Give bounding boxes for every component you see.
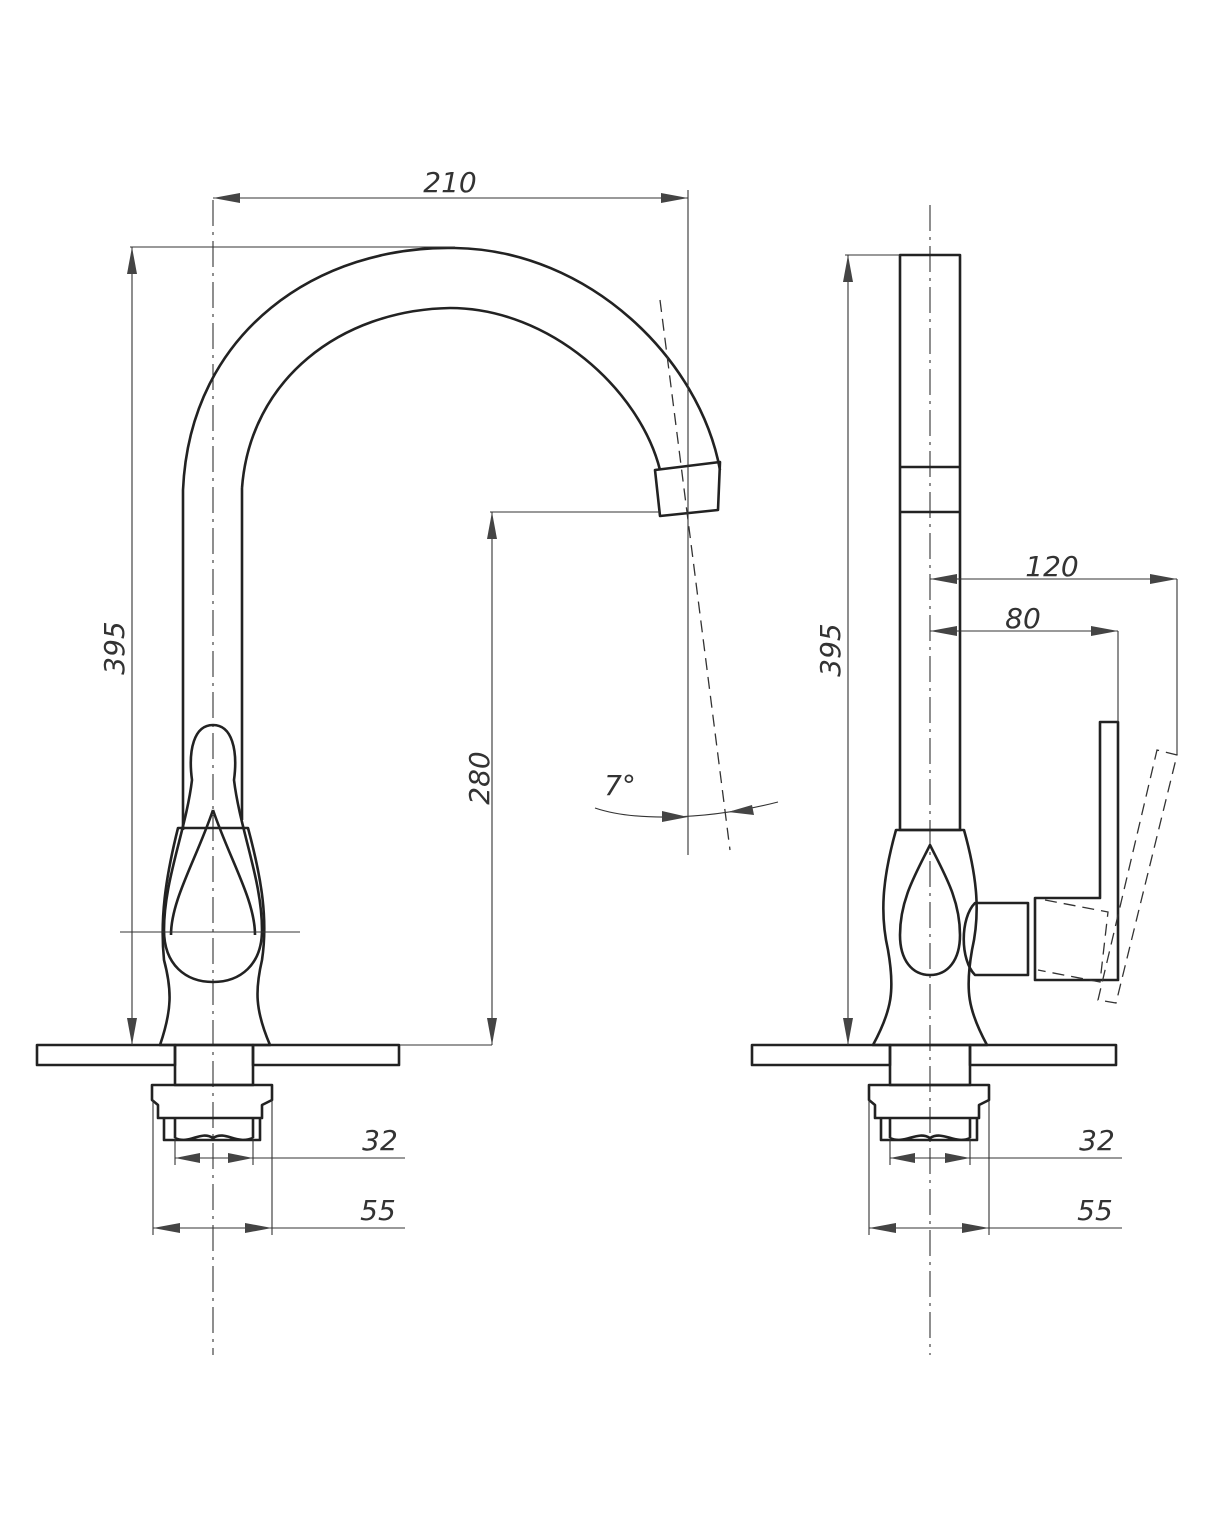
dim-front-32-label: 32 xyxy=(362,1124,398,1157)
side-drop xyxy=(898,843,962,977)
dim-front-210-label: 210 xyxy=(423,166,476,199)
dim-side-120-label: 120 xyxy=(1025,550,1078,583)
side-lever-open xyxy=(1037,749,1178,1004)
dim-front-55-label: 55 xyxy=(360,1194,396,1227)
side-countertop-left xyxy=(750,1043,892,1067)
dim-side-32: 32 xyxy=(889,1124,1122,1165)
dim-side-395-label: 395 xyxy=(814,623,847,676)
dim-front-angle-label: 7° xyxy=(604,769,636,802)
dim-front-55: 55 xyxy=(152,1100,405,1235)
front-countertop-left xyxy=(35,1043,177,1067)
dim-side-80-label: 80 xyxy=(1005,602,1041,635)
side-lever xyxy=(1033,720,1120,982)
dim-side-32-label: 32 xyxy=(1079,1124,1115,1157)
front-handle-inner xyxy=(169,809,257,936)
dim-side-395: 395 xyxy=(814,254,900,1045)
side-cartridge xyxy=(962,901,1030,977)
dim-front-395: 395 xyxy=(98,246,455,1045)
front-view xyxy=(35,200,722,1355)
dim-front-280: 280 xyxy=(400,511,660,1046)
front-shank xyxy=(173,1043,255,1087)
front-body xyxy=(158,826,272,1047)
front-aerator xyxy=(653,460,722,518)
dim-side-120: 120 xyxy=(930,550,1178,755)
dim-front-angle: 7° xyxy=(594,299,779,851)
side-countertop-right xyxy=(968,1043,1118,1067)
front-countertop-right xyxy=(251,1043,401,1067)
dim-front-32: 32 xyxy=(174,1124,405,1165)
dim-front-280-label: 280 xyxy=(463,751,496,804)
front-nut xyxy=(150,1083,274,1142)
dim-side-55: 55 xyxy=(868,1100,1122,1235)
side-view xyxy=(750,205,1178,1355)
front-handle-drop xyxy=(162,723,264,984)
dim-front-210: 210 xyxy=(213,166,689,855)
dim-front-395-label: 395 xyxy=(98,621,131,674)
dim-side-55-label: 55 xyxy=(1077,1194,1113,1227)
front-spout-outer xyxy=(181,246,722,830)
side-nut xyxy=(867,1083,991,1142)
front-spout-inner xyxy=(240,306,662,820)
dim-side-80: 80 xyxy=(930,602,1119,722)
